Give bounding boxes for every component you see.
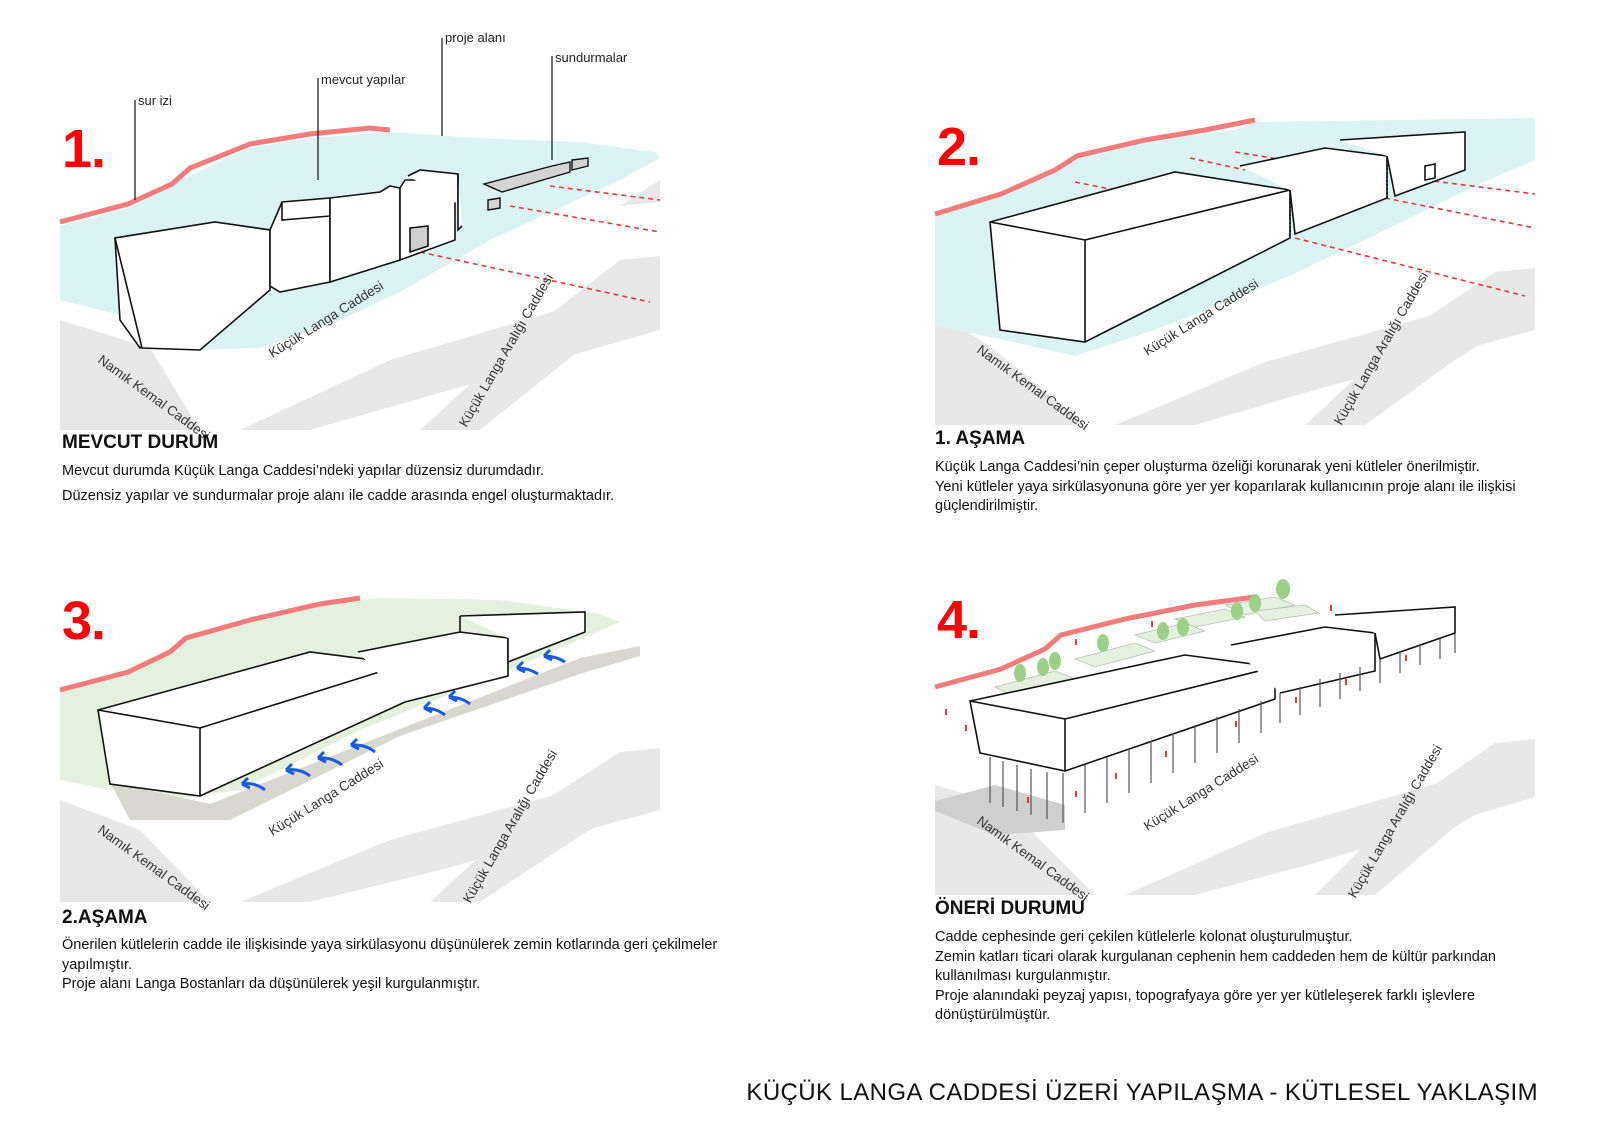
paragraph: Küçük Langa Caddesi’nin çeper oluşturma … bbox=[935, 459, 1480, 475]
road-surface bbox=[620, 180, 660, 206]
paragraph: Önerilen kütlelerin cadde ile ilişkisind… bbox=[62, 937, 718, 973]
ground-shadow bbox=[935, 785, 1065, 835]
city-wall-trace bbox=[934, 117, 1256, 217]
proposed-blocks bbox=[969, 606, 1456, 772]
city-wall-trace bbox=[59, 125, 391, 225]
proposed-blocks bbox=[97, 611, 586, 797]
canopies bbox=[481, 157, 589, 211]
panel-4-heading: ÖNERİ DURUMU bbox=[935, 898, 1085, 919]
callout-canopies: sundurmalar bbox=[555, 50, 628, 65]
callout-lines bbox=[134, 38, 553, 200]
step-number: 1. bbox=[62, 119, 106, 179]
paragraph: Proje alanı Langa Bostanları da düşünüle… bbox=[62, 976, 481, 992]
pedestrian-figures bbox=[945, 605, 1407, 803]
step-number: 4. bbox=[937, 590, 981, 650]
road-surface bbox=[1315, 739, 1535, 895]
diagram-panel-4: 4. Namık Kemal Caddesi Küçük Langa Cadde… bbox=[934, 575, 1545, 904]
callout-existing-buildings: mevcut yapılar bbox=[321, 72, 406, 87]
diagram-panel-1: 1. sur izi mevcut yapılar proje alanı su… bbox=[59, 30, 680, 443]
panel-2-description: Küçük Langa Caddesi’nin çeper oluşturma … bbox=[935, 458, 1540, 517]
paragraph: Mevcut durumda Küçük Langa Caddesi’ndeki… bbox=[62, 463, 544, 479]
panel-3-heading: 2.AŞAMA bbox=[62, 907, 148, 928]
existing-buildings bbox=[114, 169, 463, 351]
setback-ground bbox=[110, 646, 640, 820]
paragraph: Zemin katları ticari olarak kurgulanan c… bbox=[935, 948, 1496, 985]
road-surface bbox=[430, 748, 660, 902]
road-surface bbox=[420, 256, 660, 430]
proposed-blocks bbox=[989, 131, 1466, 343]
road-surface bbox=[935, 310, 1085, 425]
axis-lines bbox=[419, 185, 661, 303]
massing-drawing-2 bbox=[934, 117, 1536, 425]
callout-city-wall: sur izi bbox=[138, 93, 172, 108]
diagram-panel-3: 3. Namık Kemal Caddesi Küçük Langa Cadde… bbox=[59, 590, 680, 913]
trees bbox=[1014, 579, 1290, 682]
panel-4-description: Cadde cephesinde geri çekilen kütlelerle… bbox=[935, 928, 1535, 1026]
road-surface bbox=[60, 320, 200, 430]
paragraph: Proje alanındaki peyzaj yapısı, topograf… bbox=[935, 987, 1475, 1024]
sheet-title: KÜÇÜK LANGA CADDESİ ÜZERİ YAPILAŞMA - KÜ… bbox=[746, 1079, 1538, 1106]
panel-2-heading: 1. AŞAMA bbox=[935, 428, 1026, 449]
step-number: 2. bbox=[937, 117, 981, 177]
diagram-panel-2: 2. Namık Kemal Caddesi Küçük Langa Cadde… bbox=[934, 100, 1545, 433]
road-surface bbox=[60, 800, 210, 902]
massing-drawing-3 bbox=[59, 595, 660, 902]
massing-drawing-1 bbox=[59, 38, 661, 430]
panel-1-description: Mevcut durumda Küçük Langa Caddesi’ndeki… bbox=[62, 462, 742, 506]
pedestrian-arrows bbox=[240, 648, 566, 792]
colonnade-columns bbox=[989, 633, 1456, 823]
city-wall-trace bbox=[59, 595, 361, 693]
panel-1-heading: MEVCUT DURUM bbox=[62, 432, 219, 453]
road-surface bbox=[1305, 268, 1535, 425]
panel-3-description: Önerilen kütlelerin cadde ile ilişkisind… bbox=[62, 936, 732, 995]
massing-drawing-4 bbox=[934, 579, 1535, 895]
paragraph: Düzensiz yapılar ve sundurmalar proje al… bbox=[62, 487, 615, 504]
callout-project-area: proje alanı bbox=[445, 30, 506, 45]
paragraph: Cadde cephesinde geri çekilen kütlelerle… bbox=[935, 929, 1353, 945]
city-wall-trace bbox=[934, 594, 1256, 690]
axis-lines bbox=[1074, 151, 1536, 297]
paragraph: Yeni kütleler yaya sirkülasyonuna göre y… bbox=[935, 478, 1516, 515]
step-number: 3. bbox=[62, 591, 106, 651]
